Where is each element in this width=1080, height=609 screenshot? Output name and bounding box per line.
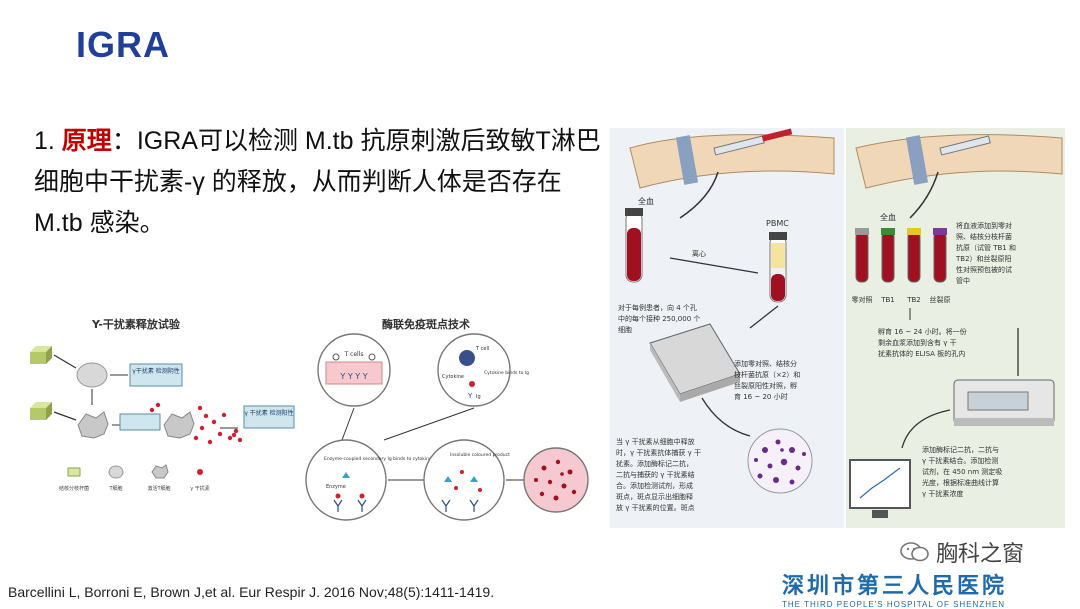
step5-text: 孵育 16 ~ 24 小时。将一份剩余血浆添加到含有 γ 干扰素抗体的 ELIS… [878,327,967,358]
insoluble-label: Insoluble coloured product [450,452,510,458]
svg-text:Y Y Y Y: Y Y Y Y [339,372,367,381]
cytokine-binds-label: Cytokine binds to Ig [484,370,529,376]
t-cell-icon [76,362,108,388]
watermark: 胸科之窗 [900,536,1024,568]
svg-text:Y: Y [467,392,473,400]
activated-t-cell-icon [77,411,109,439]
watermark-text: 胸科之窗 [936,541,1025,566]
slide-title: IGRA [76,24,170,65]
principle-text: IGRA可以检测 M.tb 抗原刺激后致敏T淋巴细胞中干扰素-γ 的释放，从而判… [34,127,601,237]
arm-icon [629,128,835,189]
computer-monitor-icon [849,459,911,518]
principle-number: 1. [34,127,62,155]
activated-t-cell-icon [163,411,195,439]
well-circle [423,439,505,521]
ig-label: Ig [476,394,481,400]
hospital-logo: 深圳市第三人民医院 THE THIRD PEOPLE'S HOSPITAL OF… [782,568,1007,609]
cytokine-label: Cytokine [442,374,464,380]
legend-label: 结核分枝杆菌 [59,485,89,492]
legend-label: T细胞 [108,485,122,492]
spot-dots [754,439,806,485]
enzyme-label: Enzyme [326,484,346,490]
result-well [523,447,589,513]
qft-tubes [855,228,947,283]
hospital-name-cn: 深圳市第三人民医院 [782,573,1008,598]
tspot-qft-workflow-figure: 全血 PBMC 离心 对于每例患者，向 4 个孔中的每个接种 250,000 个… [610,128,1065,528]
principle-colon: ： [111,127,137,155]
ifn-gamma-dots [149,402,239,445]
step1-text: 对于每例患者，向 4 个孔中的每个接种 250,000 个细胞 [618,303,700,334]
pbmc-tube-icon [769,232,787,303]
enzyme-coupled-label: Enzyme-coupled secondary Ig binds to cyt… [324,456,432,462]
hospital-name-en: THE THIRD PEOPLE'S HOSPITAL OF SHENZHEN [782,600,1006,609]
well-plate-icon [649,323,741,402]
legend-label: 激活T细胞 [147,485,170,492]
elisa-reader-icon [953,379,1055,426]
result-positive-label: γ 干扰素 检测阳性 [244,409,293,417]
elispot-result-well [747,428,813,494]
tube-label: 丝裂原 [930,295,951,304]
whole-blood-label: 全血 [880,212,896,222]
wechat-icon [900,542,929,562]
step2-text: 添加零对照、结核分枝杆菌抗原（×2）和丝裂原阳性对照，孵育 16 ~ 20 小时 [734,359,800,401]
legend-label: γ 干扰素 [190,485,210,492]
mtb-antigen-icon [30,402,52,420]
tube-label: TB1 [880,296,895,304]
result-negative-label: γ干扰素 检测阴性 [132,367,179,375]
t-cell-label: T cell [475,346,489,352]
legend: 结核分枝杆菌 T细胞 激活T细胞 γ 干扰素 [59,464,210,492]
igra-elispot-figure: Y-干扰素释放试验 γ干扰素 检测阴性 γ 干扰素 检测阳性 结核分枝杆菌 T细… [30,317,589,521]
pbmc-label: PBMC [766,219,789,228]
well-medium [325,361,383,385]
t-cell-icon [459,350,475,366]
t-cells-label: T cells [343,351,363,358]
tube-label: TB2 [906,296,921,304]
arm-icon [855,134,1063,189]
centrifuge-label: 离心 [692,249,706,258]
panel-a-title: Y-干扰素释放试验 [91,317,181,331]
principle-paragraph: 1. 原理：IGRA可以检测 M.tb 抗原刺激后致敏T淋巴细胞中干扰素-γ 的… [34,121,609,244]
step3-text: 当 γ 干扰素从细胞中释放时，γ 干扰素抗体捕获 γ 干扰素。添加酶标记二抗，二… [616,437,701,512]
well-circle [437,333,511,407]
blood-tube-icon [625,208,643,283]
spot-dots [534,459,577,501]
tube-label: 零对照 [852,295,873,304]
mtb-antigen-icon [30,346,52,364]
citation: Barcellini L, Borroni E, Brown J,et al. … [8,584,495,600]
well-circle [305,439,387,521]
panel-b-title: 酶联免疫斑点技术 [382,317,470,331]
principle-label: 原理 [61,127,112,155]
whole-blood-label: 全血 [638,196,654,206]
